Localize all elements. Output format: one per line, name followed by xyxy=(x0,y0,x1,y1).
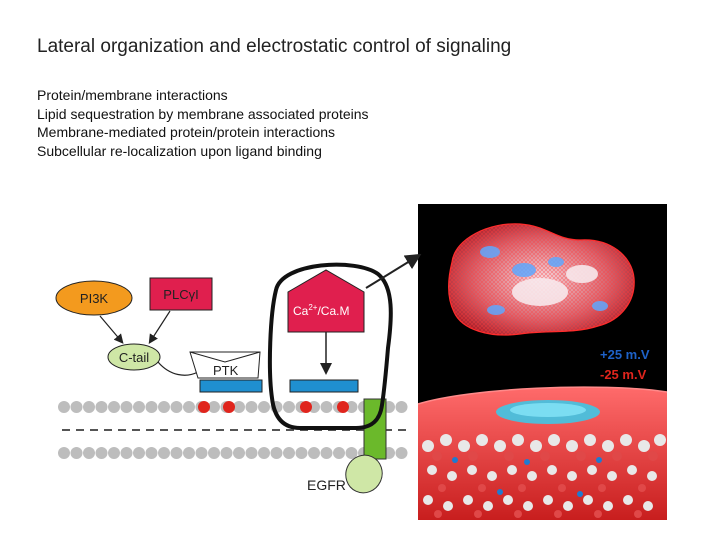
pi3k-ellipse xyxy=(55,280,133,316)
lipid-head xyxy=(345,447,358,459)
lipid-head xyxy=(258,447,270,459)
lipid-head xyxy=(95,447,108,459)
signaling-complex-outline xyxy=(267,262,393,430)
bullet-item: Protein/membrane interactions xyxy=(37,87,228,103)
lipid-head xyxy=(233,447,245,459)
lipid-head xyxy=(145,401,158,413)
ca-calmodulin-label: Ca2+/Ca.M xyxy=(293,303,349,318)
lipid-head xyxy=(258,401,270,413)
lipid-head xyxy=(183,401,195,413)
lipid-head xyxy=(133,447,145,459)
lipid-head xyxy=(208,401,220,413)
lipid-head xyxy=(170,401,183,413)
lipid-head xyxy=(395,401,408,413)
lipid-head xyxy=(83,401,95,413)
positive-potential-label: +25 m.V xyxy=(600,347,650,362)
lipid-head xyxy=(283,401,295,413)
lipid-head xyxy=(58,447,70,459)
ptk-domain xyxy=(189,351,261,379)
ca-calmodulin-shape xyxy=(287,269,365,333)
lipid-atoms xyxy=(422,434,666,518)
charged-lipids xyxy=(198,401,349,413)
ctail-linker xyxy=(157,361,199,376)
lipid-head xyxy=(58,401,70,413)
lipid-head xyxy=(195,447,208,459)
pi3k-label: PI3K xyxy=(80,291,109,306)
lipid-head xyxy=(295,447,308,459)
plcg-box xyxy=(149,277,213,311)
lipid-head xyxy=(170,447,183,459)
lipid-head xyxy=(158,447,170,459)
lipid-head xyxy=(70,401,83,413)
lipid-head xyxy=(320,401,333,413)
bullet-item: Subcellular re-localization upon ligand … xyxy=(37,142,322,159)
lipid-head xyxy=(233,401,245,413)
lipid-head xyxy=(95,401,108,413)
lipid-head xyxy=(133,401,145,413)
lipid-head xyxy=(270,447,283,459)
lipid-head xyxy=(345,401,358,413)
lipid-head xyxy=(333,447,345,459)
lipid-head xyxy=(120,447,133,459)
lipid-head xyxy=(70,447,83,459)
lipid-head xyxy=(320,447,333,459)
lipid-head xyxy=(245,447,258,459)
lipid-head xyxy=(145,447,158,459)
slide-title: Lateral organization and electrostatic c… xyxy=(37,36,512,57)
bullet-item: Lipid sequestration by membrane associat… xyxy=(37,105,369,122)
membrane-bilayer xyxy=(58,401,410,459)
lipid-head xyxy=(108,401,120,413)
lipid-head xyxy=(308,447,320,459)
ctail-label: C-tail xyxy=(119,350,149,365)
ctail-ellipse xyxy=(107,343,161,371)
plcg-label: PLCγI xyxy=(163,287,198,302)
lipid-head xyxy=(208,447,220,459)
bullet-list: Protein/membrane interactions Lipid sequ… xyxy=(37,86,369,160)
lipid-head xyxy=(395,447,408,459)
lipid-head xyxy=(183,447,195,459)
lipid-head xyxy=(120,401,133,413)
lipid-head xyxy=(220,447,233,459)
egfr-label: EGFR xyxy=(307,477,346,493)
ptk-membrane-bar xyxy=(199,379,263,393)
bullet-item: Membrane-mediated protein/protein intera… xyxy=(37,124,336,140)
lipid-head xyxy=(245,401,258,413)
pointer-arrow xyxy=(365,253,422,289)
lipid-head xyxy=(283,447,295,459)
pi3k-to-ctail-arrow xyxy=(99,315,124,344)
positive-patches xyxy=(480,246,608,315)
negative-potential-label: -25 m.V xyxy=(600,367,647,382)
simulation-panel: +25 m.V -25 m.V xyxy=(417,204,668,520)
ptk-label: PTK xyxy=(213,363,239,378)
cam-binding-bar xyxy=(289,379,359,393)
lipid-head xyxy=(108,447,120,459)
lipid-head xyxy=(158,401,170,413)
lipid-head xyxy=(83,447,95,459)
protein-highlights xyxy=(512,265,598,306)
plcg-to-ctail-arrow xyxy=(148,310,171,345)
